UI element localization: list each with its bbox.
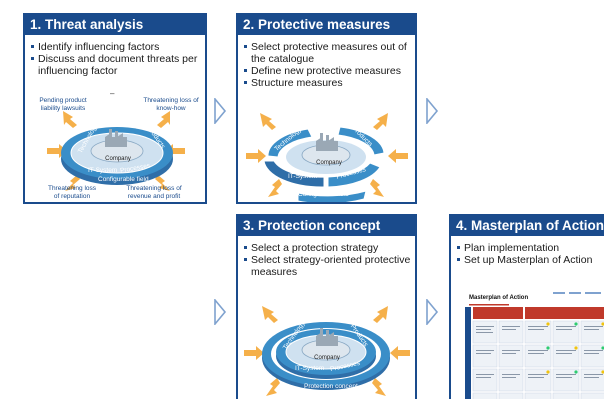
disk-label-it-system: IT-System: [295, 365, 325, 372]
factory-icon: [316, 328, 338, 346]
masterplan-thumbnail: [465, 292, 604, 399]
panel-title: 3. Protection concept: [238, 216, 415, 236]
threat-arrow-icon: [262, 306, 278, 323]
factory-icon: [316, 133, 338, 151]
bullet-item: Define new protective measures: [244, 65, 411, 77]
panel-title: 4. Masterplan of Action: [451, 216, 604, 236]
protected-disk-diagram: [244, 306, 410, 396]
bullet-item: Discuss and document threats per influen…: [31, 53, 201, 77]
company-disk-diagram: [47, 111, 185, 191]
panel-protective-measures: 2. Protective measures Select protective…: [236, 13, 417, 204]
bullet-item: Set up Masterplan of Action: [457, 254, 600, 266]
bullet-item: Select a protection strategy: [244, 242, 411, 254]
panel-title: 2. Protective measures: [238, 15, 415, 35]
disk-label-configure-field: Configurable field: [298, 191, 349, 198]
disk-center-label: Company: [314, 355, 340, 361]
flow-arrow-icon: [426, 98, 439, 124]
threat-arrow-icon: [390, 346, 410, 360]
disk-label-it-system: IT-System: [88, 167, 118, 174]
masterplan-thumbnail-title: Masterplan of Action: [469, 295, 529, 301]
threat-arrow-icon: [65, 175, 80, 191]
bullet-item: Plan implementation: [457, 242, 600, 254]
threat-arrow-icon: [373, 113, 388, 130]
bullet-list: Select a protection strategy Select stra…: [238, 236, 415, 278]
bullet-item: Select protective measures out of the ca…: [244, 41, 411, 65]
threat-arrow-icon: [268, 179, 282, 197]
disk-label-it-system: IT-System: [288, 173, 318, 180]
dash-mark: –: [110, 89, 115, 98]
threat-arrow-icon: [373, 306, 388, 323]
bullet-list: Select protective measures out of the ca…: [238, 35, 415, 89]
factory-icon: [105, 129, 127, 147]
threat-arrow-icon: [260, 113, 276, 130]
threat-label: Pending product liability lawsuits: [39, 97, 87, 112]
threat-arrow-icon: [244, 346, 264, 360]
threat-arrow-icon: [155, 175, 170, 191]
bullet-item: Select strategy-oriented protective meas…: [244, 254, 411, 278]
threat-label: Threatening loss of revenue and profit: [126, 185, 182, 200]
disk-center-label: Company: [105, 156, 131, 162]
panel-threat-analysis: 1. Threat analysis Identify influencing …: [23, 13, 207, 204]
threat-arrow-icon: [63, 111, 77, 128]
flow-arrow-icon: [214, 98, 227, 124]
threat-arrow-icon: [370, 179, 384, 197]
flow-arrow-icon: [214, 299, 227, 325]
panel-protection-concept: 3. Protection concept Select a protectio…: [236, 214, 417, 399]
disk-label-protection-concept: Protection concept: [304, 383, 358, 390]
exploded-disk-diagram: [246, 113, 408, 202]
disk-label-configure-field: Configurable field: [98, 176, 149, 183]
flow-arrow-icon: [426, 299, 439, 325]
bullet-item: Structure measures: [244, 77, 411, 89]
threat-arrow-icon: [388, 149, 408, 163]
threat-arrow-icon: [157, 111, 170, 128]
bullet-item: Identify influencing factors: [31, 41, 201, 53]
threat-arrow-icon: [372, 378, 386, 396]
panel-masterplan: 4. Masterplan of Action Plan implementat…: [449, 214, 604, 399]
threat-label: Threatening loss of reputation: [47, 185, 97, 200]
panel-title: 1. Threat analysis: [25, 15, 205, 35]
bullet-list: Identify influencing factors Discuss and…: [25, 35, 205, 77]
disk-center-label: Company: [316, 160, 342, 166]
threat-arrow-icon: [266, 378, 280, 396]
threat-label: Threatening loss of know-how: [143, 97, 199, 112]
bullet-list: Plan implementation Set up Masterplan of…: [451, 236, 604, 266]
threat-arrow-icon: [246, 149, 266, 163]
